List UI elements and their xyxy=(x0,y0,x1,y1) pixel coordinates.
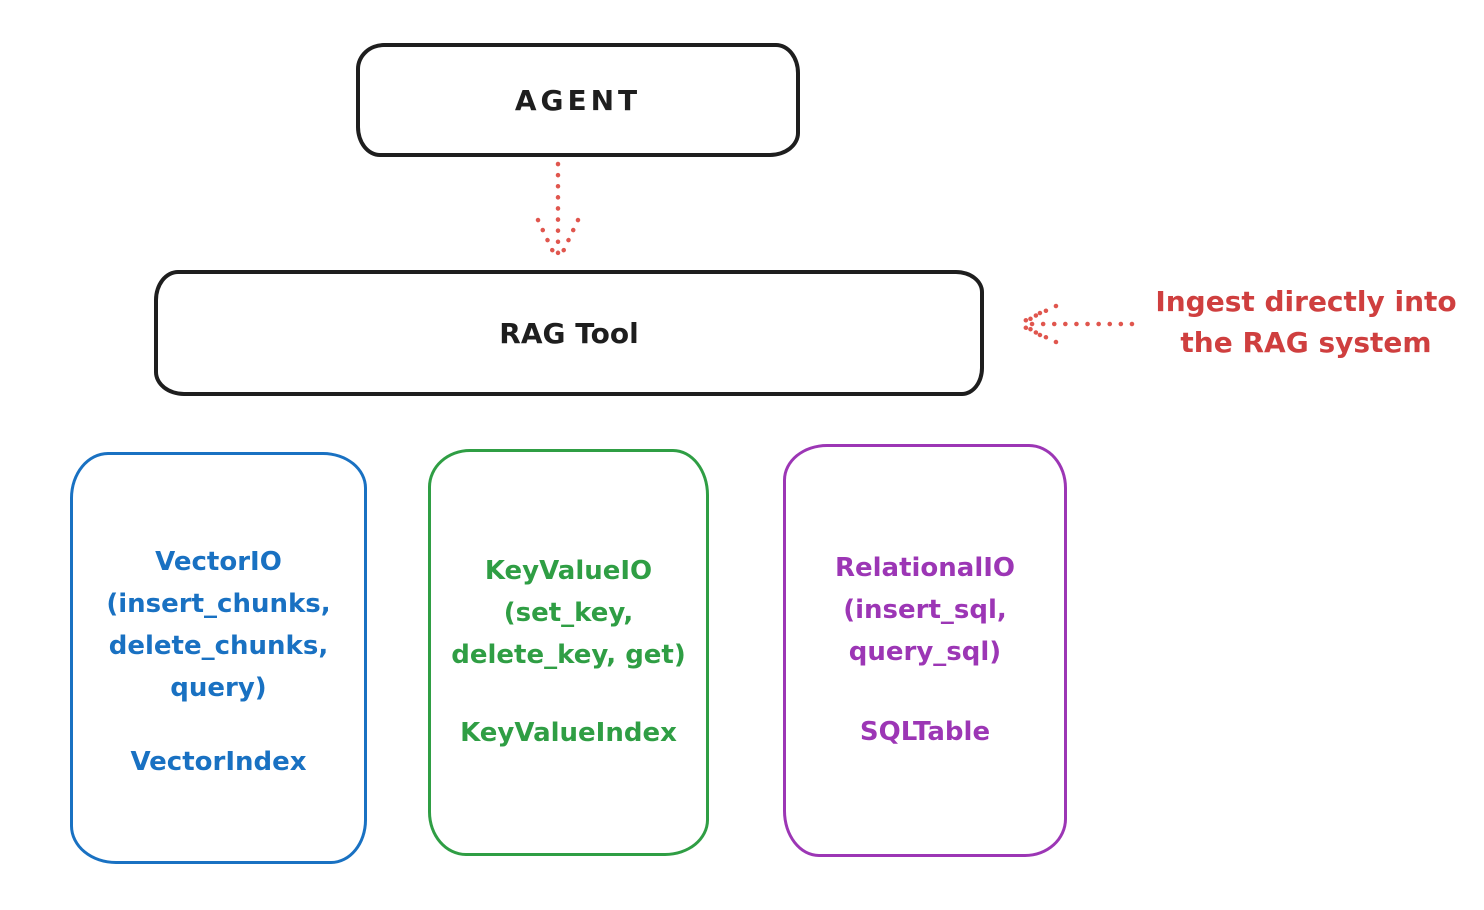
vector-index-label: VectorIndex xyxy=(130,747,307,777)
node-text-line: (insert_sql, xyxy=(843,595,1007,625)
rag-tool-node: RAG Tool xyxy=(154,270,984,396)
node-text-line: RelationalIO xyxy=(834,553,1016,583)
node-text-line: delete_key, get) xyxy=(451,640,686,670)
ingest-annotation: Ingest directly into the RAG system xyxy=(1128,281,1484,363)
key-value-index-label: KeyValueIndex xyxy=(460,718,677,748)
ingest-annotation-arrow xyxy=(1015,303,1135,345)
annotation-line: the RAG system xyxy=(1180,326,1432,359)
node-text-line: KeyValueIO xyxy=(484,556,653,586)
relational-io-methods: RelationalIO (insert_sql, query_sql) xyxy=(786,547,1064,673)
node-text-line: query_sql) xyxy=(848,637,1002,667)
agent-node: AGENT xyxy=(356,43,800,157)
vector-io-methods: VectorIO (insert_chunks, delete_chunks, … xyxy=(73,541,364,709)
node-text-line: delete_chunks, xyxy=(108,631,329,661)
agent-to-ragtool-arrow xyxy=(535,161,581,261)
node-text-line: VectorIO xyxy=(155,547,282,577)
sql-table-label: SQLTable xyxy=(859,717,991,747)
key-value-io-methods: KeyValueIO (set_key, delete_key, get) xyxy=(431,550,706,676)
vector-io-node: VectorIO (insert_chunks, delete_chunks, … xyxy=(70,452,367,864)
relational-io-node: RelationalIO (insert_sql, query_sql) SQL… xyxy=(783,444,1067,857)
node-text-line: (insert_chunks, xyxy=(106,589,331,619)
node-text-line: query) xyxy=(170,673,267,703)
agent-label: AGENT xyxy=(514,83,642,117)
key-value-io-node: KeyValueIO (set_key, delete_key, get) Ke… xyxy=(428,449,709,856)
rag-tool-label: RAG Tool xyxy=(499,316,639,350)
node-text-line: (set_key, xyxy=(503,598,634,628)
annotation-line: Ingest directly into xyxy=(1155,285,1457,318)
